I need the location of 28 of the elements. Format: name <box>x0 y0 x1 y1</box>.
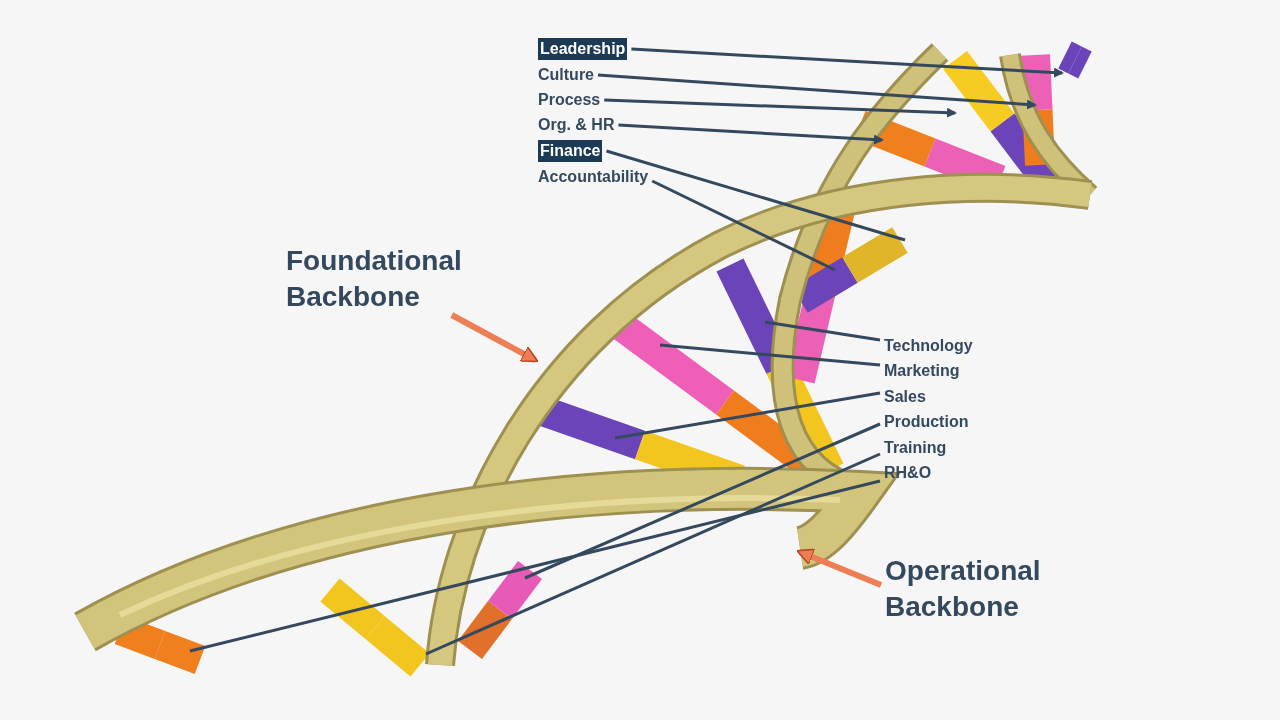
leader-line <box>524 422 881 580</box>
leader-line <box>189 479 881 653</box>
leader-line <box>764 320 881 342</box>
arrow <box>796 548 883 588</box>
item-label: Production <box>884 411 969 433</box>
leader-line <box>651 179 836 272</box>
backbone-heading: Foundational Backbone <box>286 243 462 315</box>
leader-line <box>425 452 881 656</box>
item-label: Sales <box>884 386 926 408</box>
item-label: RH&O <box>884 462 932 484</box>
item-label: Technology <box>884 335 973 357</box>
leader-line <box>604 98 957 118</box>
highlighted-label: Finance <box>538 140 603 162</box>
item-label: Training <box>884 437 947 459</box>
leader-line <box>659 343 881 367</box>
leader-line <box>614 391 881 440</box>
item-label: Culture <box>538 64 594 86</box>
item-label: Process <box>538 89 601 111</box>
leader-line <box>631 47 1064 78</box>
highlighted-label: Leadership <box>538 38 628 60</box>
leader-line <box>606 149 906 242</box>
item-label: Accountability <box>538 166 649 188</box>
item-label: Marketing <box>884 360 960 382</box>
leader-line <box>597 73 1037 110</box>
item-label: Org. & HR <box>538 114 615 136</box>
leader-line <box>618 123 884 145</box>
arrow <box>450 312 539 363</box>
backbone-heading: Operational Backbone <box>885 553 1041 625</box>
